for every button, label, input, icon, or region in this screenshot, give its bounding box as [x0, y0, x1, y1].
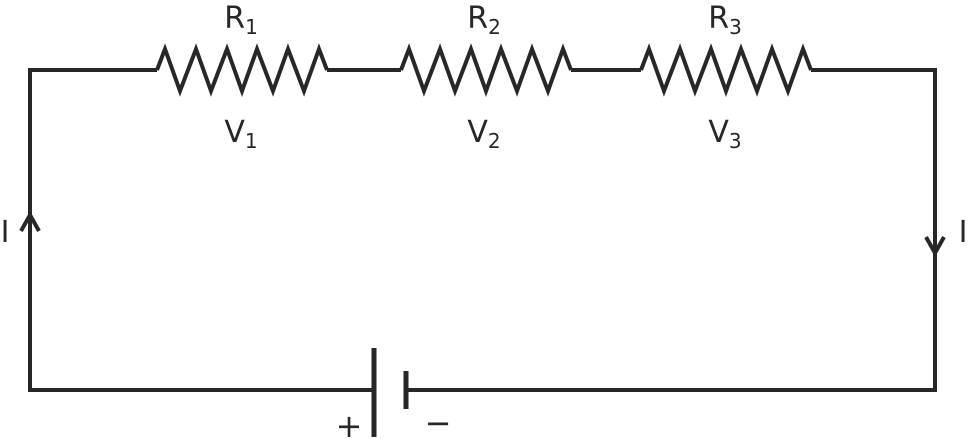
r1-subscript: 1 — [245, 15, 258, 39]
left-loop-wire — [28, 68, 372, 392]
voltage-label-v2: V2 — [467, 115, 501, 153]
r1-base: R — [224, 1, 246, 36]
v1-subscript: 1 — [244, 129, 258, 153]
battery-plus-sign: + — [335, 407, 363, 439]
resistor-r1-zigzag — [155, 43, 329, 97]
v2-base: V — [467, 115, 488, 150]
resistor-r2-zigzag — [399, 43, 573, 97]
v3-subscript: 3 — [728, 129, 742, 153]
current-label-right: I — [958, 215, 968, 250]
resistor-r3-zigzag — [639, 43, 813, 97]
voltage-label-v3: V3 — [708, 115, 742, 153]
r3-subscript: 3 — [729, 15, 742, 39]
right-loop-wire — [408, 68, 937, 392]
voltage-label-v1: V1 — [224, 115, 258, 153]
v3-base: V — [708, 115, 729, 150]
current-label-left: I — [0, 215, 10, 250]
r3-base: R — [708, 1, 730, 36]
resistor-label-r3: R3 — [708, 1, 742, 39]
wire-group — [19, 43, 946, 437]
current-arrow-up-icon — [19, 210, 41, 232]
v2-subscript: 2 — [487, 129, 501, 153]
resistor-label-r1: R1 — [224, 1, 258, 39]
r2-base: R — [467, 1, 489, 36]
battery-minus-sign: − — [424, 404, 452, 439]
r2-subscript: 2 — [488, 15, 501, 39]
current-arrow-down-icon — [924, 236, 946, 258]
resistor-label-r2: R2 — [467, 1, 501, 39]
v1-base: V — [224, 115, 245, 150]
